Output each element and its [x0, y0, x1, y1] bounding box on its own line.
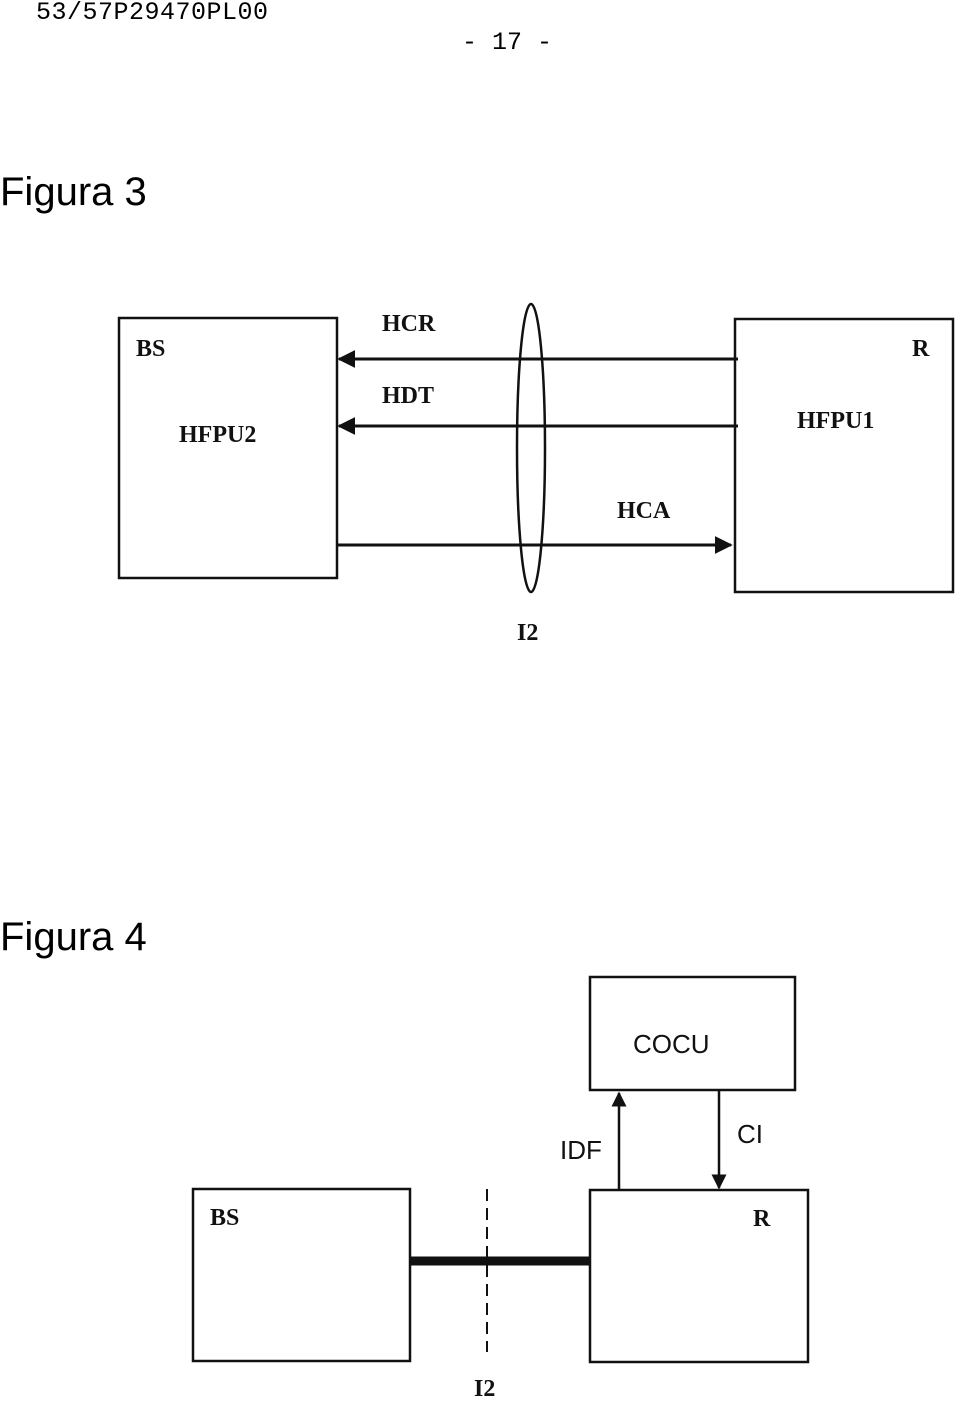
document-id: 53/57P29470PL00: [36, 0, 269, 27]
hfpu2-label: HFPU2: [179, 422, 256, 448]
idf-label: IDF: [560, 1135, 602, 1165]
page-number: - 17 -: [462, 28, 553, 57]
interface-i2-ellipse: [515, 302, 547, 594]
interface-i2-label: I2: [517, 620, 538, 646]
cocu-box: [588, 975, 797, 1092]
figure-3-diagram: BS HFPU2 R HFPU1 HCR HDT HCA I2: [117, 302, 955, 646]
r-box-fig4-label: R: [753, 1206, 771, 1232]
figure-4-diagram: COCU BS R I2 IDF CI: [191, 975, 810, 1401]
hdt-label: HDT: [382, 383, 434, 409]
figure-3-title: Figura 3: [0, 170, 147, 214]
bs-box-fig4: [191, 1187, 412, 1363]
interface-i2-fig4-label: I2: [474, 1376, 495, 1401]
bs-box-label: BS: [136, 336, 165, 362]
hca-label: HCA: [617, 498, 671, 524]
cocu-label: COCU: [633, 1029, 710, 1059]
hcr-label: HCR: [382, 311, 436, 337]
r-box-label: R: [912, 336, 930, 362]
bs-box: [117, 316, 339, 580]
hfpu1-label: HFPU1: [797, 408, 874, 434]
r-box: [733, 317, 955, 594]
ci-label: CI: [737, 1119, 763, 1149]
r-box-fig4: [588, 1188, 810, 1364]
bs-box-fig4-label: BS: [210, 1205, 239, 1231]
figure-4-title: Figura 4: [0, 915, 147, 959]
